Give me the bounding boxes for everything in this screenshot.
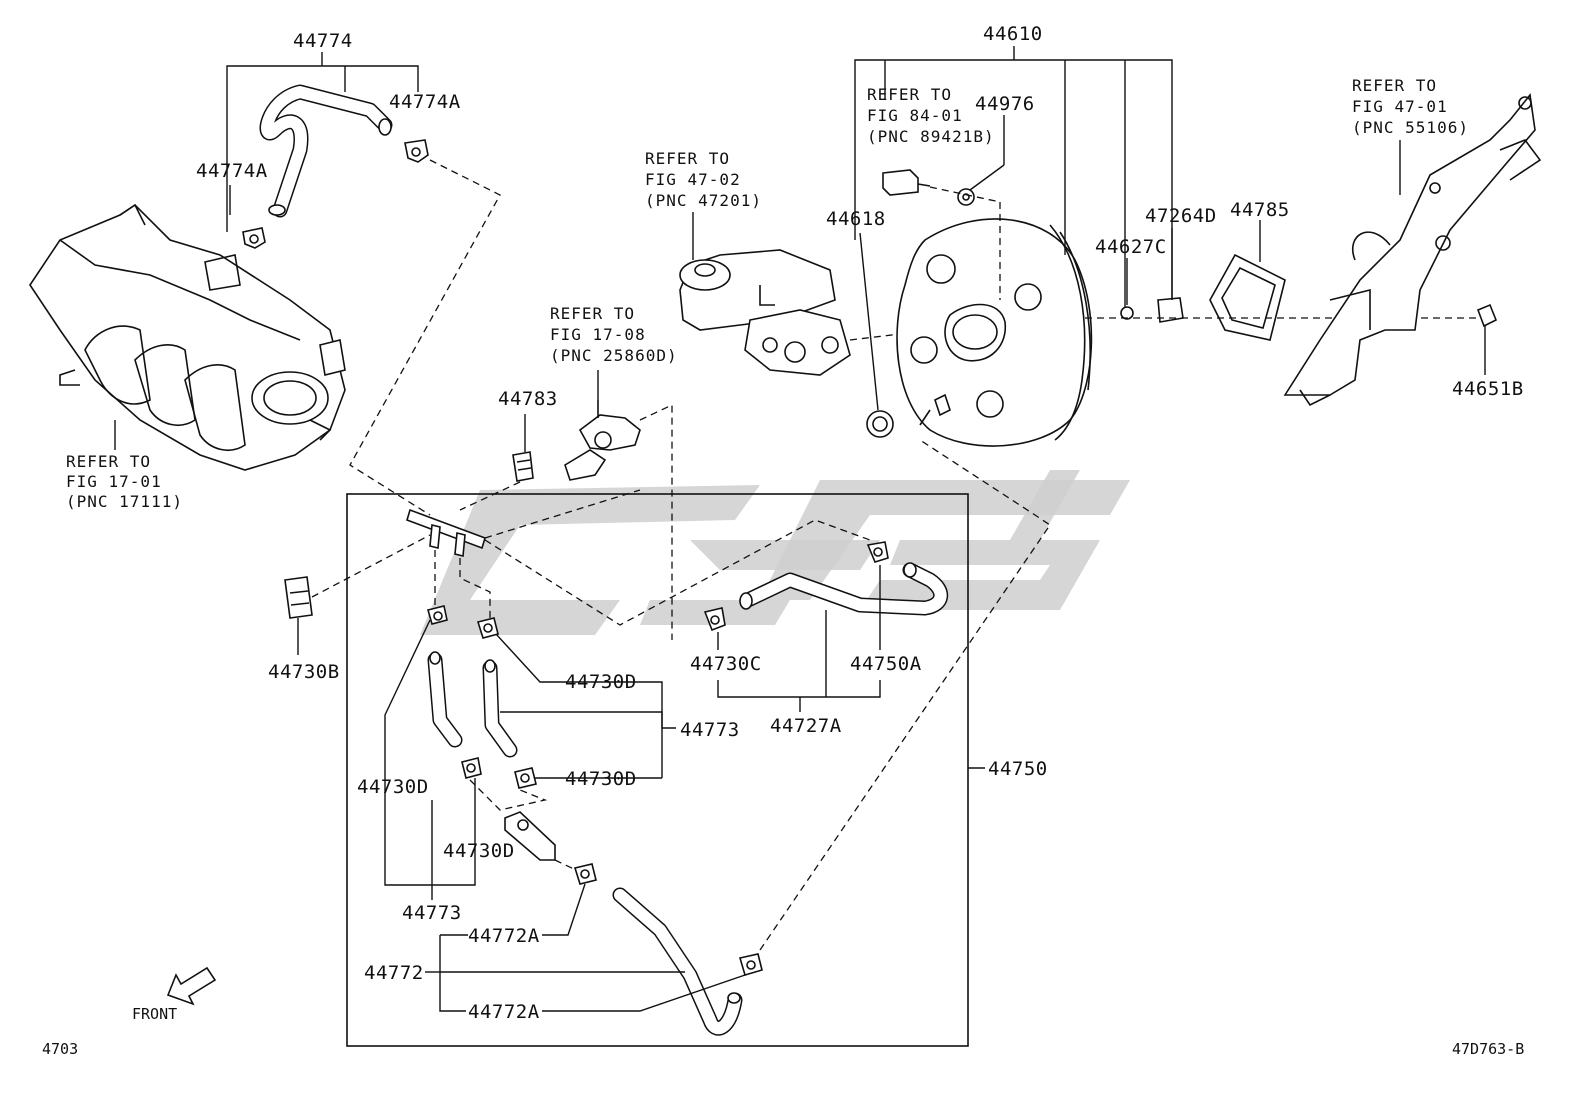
svg-text:(PNC 47201): (PNC 47201) xyxy=(645,191,762,210)
label-44774a-top: 44774A xyxy=(389,91,461,113)
label-44730d-a: 44730D xyxy=(565,671,637,693)
clamp-44730d-2 xyxy=(476,617,499,639)
figure-code: 47D763-B xyxy=(1452,1040,1524,1058)
label-44785: 44785 xyxy=(1230,199,1290,221)
svg-text:FIG 17-08: FIG 17-08 xyxy=(550,325,646,344)
label-44730d-mid: 44730D xyxy=(443,840,515,862)
front-label: FRONT xyxy=(132,1005,177,1023)
master-cylinder-illustration xyxy=(679,249,851,376)
label-44730d-left: 44730D xyxy=(357,776,429,798)
label-47264d: 47264D xyxy=(1145,205,1217,227)
label-44976: 44976 xyxy=(975,93,1035,115)
clip-44730b xyxy=(284,576,313,619)
label-44783: 44783 xyxy=(498,388,558,410)
svg-text:(PNC 55106): (PNC 55106) xyxy=(1352,118,1469,137)
grommet-44618 xyxy=(866,410,894,438)
svg-text:FIG 84-01: FIG 84-01 xyxy=(867,106,963,125)
label-44772a-a: 44772A xyxy=(468,925,540,947)
svg-text:REFER TO: REFER TO xyxy=(1352,76,1437,95)
pedal-bracket-illustration xyxy=(1283,93,1542,407)
brake-booster-illustration xyxy=(896,218,1093,447)
svg-text:REFER TO: REFER TO xyxy=(66,452,151,471)
svg-text:FIG 47-01: FIG 47-01 xyxy=(1352,97,1448,116)
svg-text:(PNC 25860D): (PNC 25860D) xyxy=(550,346,678,365)
svg-text:(PNC 89421B): (PNC 89421B) xyxy=(867,127,995,146)
pressure-sensor xyxy=(882,169,931,196)
hose-assembly-box xyxy=(346,493,969,1047)
ref-note-master-cylinder: REFER TO FIG 47-02 (PNC 47201) xyxy=(645,149,762,210)
label-44750: 44750 xyxy=(988,758,1048,780)
svg-text:REFER TO: REFER TO xyxy=(645,149,730,168)
clamp-44774a-upper xyxy=(404,139,429,163)
label-44730d-b: 44730D xyxy=(565,768,637,790)
label-44774a-left: 44774A xyxy=(196,160,268,182)
ref-note-valve: REFER TO FIG 17-08 (PNC 25860D) xyxy=(550,304,678,365)
label-44651b: 44651B xyxy=(1452,378,1524,400)
label-44772a-b: 44772A xyxy=(468,1001,540,1023)
intake-manifold-illustration xyxy=(29,203,346,471)
svg-text:FIG 17-01: FIG 17-01 xyxy=(66,472,162,491)
tee-fitting xyxy=(406,508,486,558)
clamp-44772a-lower xyxy=(738,953,763,976)
svg-text:FIG 47-02: FIG 47-02 xyxy=(645,170,741,189)
page-code: 4703 xyxy=(42,1040,78,1058)
label-44618: 44618 xyxy=(826,208,886,230)
svg-text:REFER TO: REFER TO xyxy=(550,304,635,323)
hose-44773-right xyxy=(482,659,518,758)
clamp-44774a-lower xyxy=(242,227,266,249)
label-44610: 44610 xyxy=(983,23,1043,45)
label-44727a: 44727A xyxy=(770,715,842,737)
clamp-44730d-4 xyxy=(514,767,537,789)
grommet-44651b xyxy=(1476,303,1498,328)
clip-44783 xyxy=(512,451,534,482)
label-44772: 44772 xyxy=(364,962,424,984)
label-44627c: 44627C xyxy=(1095,236,1167,258)
label-44730b: 44730B xyxy=(268,661,340,683)
label-44750a: 44750A xyxy=(850,653,922,675)
front-arrow-icon xyxy=(166,966,217,1006)
ref-note-pedal: REFER TO FIG 47-01 (PNC 55106) xyxy=(1352,76,1469,137)
nut-44627c xyxy=(1120,306,1134,320)
washer-44976 xyxy=(957,188,975,206)
label-44774: 44774 xyxy=(293,30,353,52)
label-44773-a: 44773 xyxy=(680,719,740,741)
ref-note-sensor: REFER TO FIG 84-01 (PNC 89421B) xyxy=(867,85,995,146)
hose-44772 xyxy=(612,887,743,1036)
clamp-44730d-3 xyxy=(461,757,482,779)
ref-note-manifold: REFER TO FIG 17-01 (PNC 17111) xyxy=(66,452,183,511)
hose-44774 xyxy=(259,84,393,218)
clamp-44750a xyxy=(866,541,889,563)
hose-44727a xyxy=(739,562,949,616)
check-valve-illustration xyxy=(564,400,641,481)
gasket-44785 xyxy=(1209,253,1286,341)
label-44773-b: 44773 xyxy=(402,902,462,924)
clamp-44730c xyxy=(703,607,726,632)
clamp-44730d-1 xyxy=(427,605,448,625)
svg-text:(PNC 17111): (PNC 17111) xyxy=(66,492,183,511)
label-44730c: 44730C xyxy=(690,653,762,675)
clamp-44772a-upper xyxy=(573,863,597,885)
svg-text:REFER TO: REFER TO xyxy=(867,85,952,104)
hose-44773-left xyxy=(427,651,463,748)
